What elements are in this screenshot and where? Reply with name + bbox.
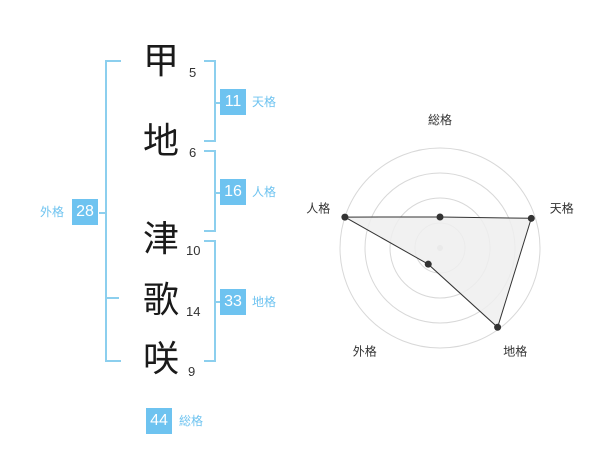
radar-area: [343, 216, 532, 329]
gai-kaku-label: 外格: [40, 205, 65, 219]
stroke-count-2: 6: [189, 145, 197, 160]
radar-point-3: [494, 323, 502, 331]
radar-axis-label-2: 天格: [550, 200, 574, 215]
jin-kaku-badge: 16: [220, 179, 246, 205]
name-character-5: 咲: [142, 339, 179, 380]
radar-point-2: [527, 214, 535, 222]
outer-bracket: [105, 60, 121, 362]
ten-connector: [214, 102, 220, 104]
jin-kaku-label: 人格: [252, 185, 277, 199]
chi-connector: [214, 301, 220, 303]
gai-kaku-badge: 28: [72, 199, 98, 225]
radar-axis-label-5: 人格: [306, 200, 330, 215]
radar-points: [341, 213, 535, 331]
ten-kaku-label: 天格: [252, 95, 277, 109]
stroke-count-3: 10: [186, 243, 201, 258]
ten-kaku-badge: 11: [220, 89, 246, 115]
stroke-count-5: 9: [188, 364, 196, 379]
stroke-count-4: 14: [186, 304, 201, 319]
radar-point-1: [436, 213, 444, 221]
jin-connector: [214, 192, 220, 194]
name-character-1: 甲: [142, 41, 179, 82]
name-character-2: 地: [142, 121, 179, 162]
sou-kaku-label: 総格: [179, 414, 204, 428]
radar-axis-label-3: 地格: [503, 344, 527, 359]
radar-point-5: [341, 213, 349, 221]
ten-bracket: [204, 60, 216, 142]
chi-kaku-label: 地格: [252, 295, 277, 309]
outer-bracket-divider: [105, 297, 119, 299]
radar-ring-4: [339, 147, 541, 349]
name-character-3: 津: [142, 219, 179, 260]
radar-axis-label-4: 外格: [353, 344, 377, 359]
gai-connector: [99, 212, 105, 214]
chi-kaku-badge: 33: [220, 289, 246, 315]
jin-bracket: [204, 150, 216, 232]
stroke-count-1: 5: [189, 65, 197, 80]
radar-axis-label-1: 総格: [428, 112, 452, 127]
name-character-4: 歌: [142, 280, 179, 321]
sou-kaku-badge: 44: [146, 408, 172, 434]
radar-point-4: [424, 260, 432, 268]
